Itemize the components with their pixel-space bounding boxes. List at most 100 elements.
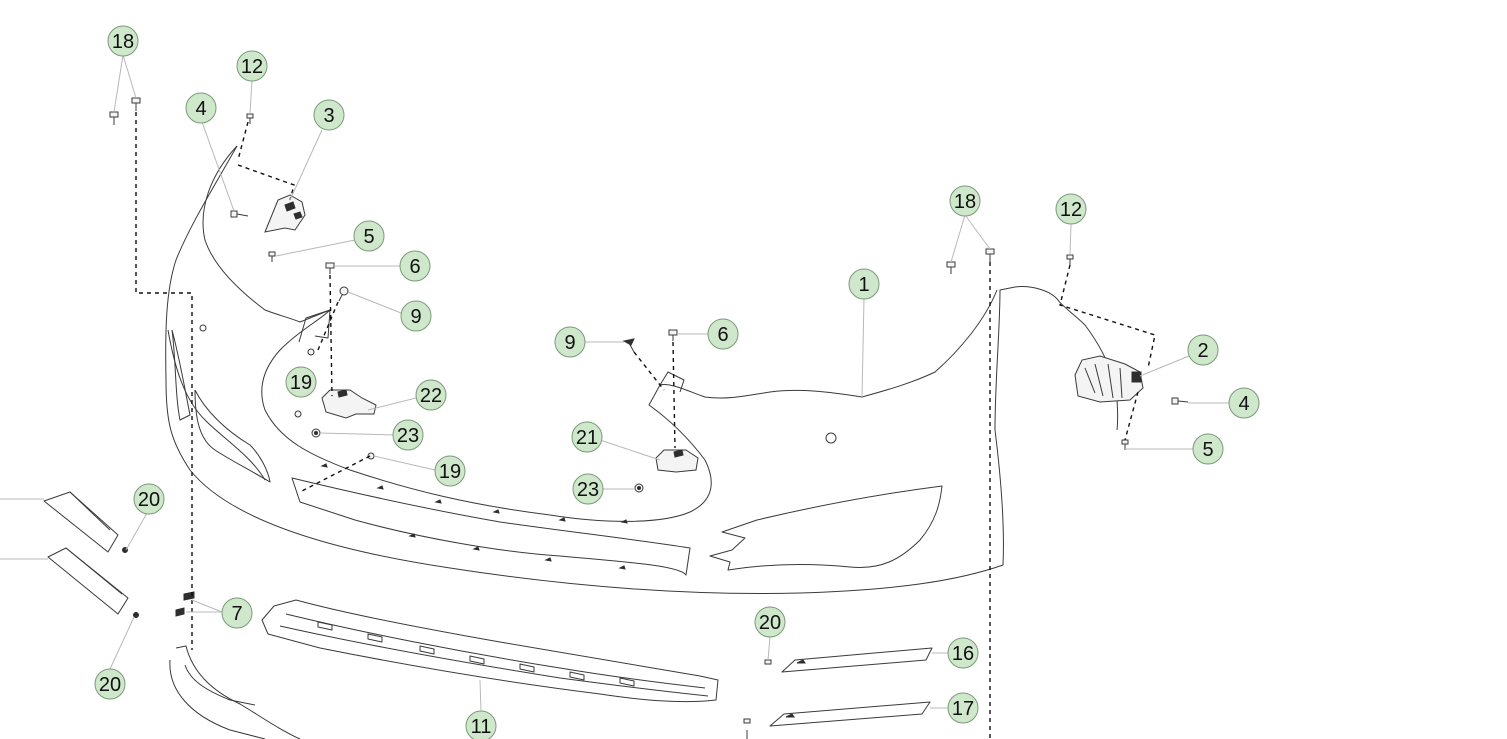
- callout-number: 9: [410, 306, 421, 328]
- callout-number: 21: [576, 427, 598, 449]
- callout-6-left: 6: [399, 250, 431, 282]
- callout-bubble: [707, 318, 739, 350]
- callout-bubble: [353, 220, 385, 252]
- callout-number: 20: [99, 674, 121, 696]
- callout-22: 22: [415, 379, 447, 411]
- screw-6-center: [668, 329, 678, 341]
- callout-bubble: [236, 50, 268, 82]
- callout-bubble: [285, 366, 317, 398]
- callout-number: 4: [195, 98, 206, 120]
- callout-number: 19: [439, 461, 461, 483]
- callout-23-left: 23: [392, 419, 424, 451]
- callout-number: 12: [241, 56, 263, 78]
- callout-bubble: [392, 419, 424, 451]
- trim-strip-16: [781, 647, 933, 673]
- assembly-lines: [135, 112, 1156, 739]
- callout-19-lower: 19: [434, 455, 466, 487]
- fasteners: [109, 97, 1189, 739]
- callout-number: 23: [397, 425, 419, 447]
- callout-number: 6: [409, 256, 420, 278]
- callout-19-upper: 19: [285, 366, 317, 398]
- callout-7: 7: [221, 597, 253, 629]
- bracket-right-side: [1074, 355, 1144, 403]
- callout-bubble: [107, 25, 139, 57]
- callout-bubble: [185, 92, 217, 124]
- callout-number: 23: [577, 479, 599, 501]
- callout-number: 5: [1202, 439, 1213, 461]
- callout-number: 18: [954, 191, 976, 213]
- callout-bubble: [434, 455, 466, 487]
- clip-19-upper: [307, 348, 315, 356]
- trim-strip-17: [769, 701, 931, 727]
- callout-number: 16: [952, 643, 974, 665]
- screw-4-left: [230, 210, 249, 218]
- leader-lines: [109, 54, 1229, 713]
- callout-bubble: [313, 99, 345, 131]
- callout-number: 19: [290, 372, 312, 394]
- clip-9-center: [622, 338, 635, 353]
- callout-number: 6: [717, 324, 728, 346]
- nut-20-lower: [133, 612, 139, 618]
- edge-leaders: [0, 498, 48, 560]
- callout-20-bottom: 20: [754, 606, 786, 638]
- guide-bracket-21: [655, 449, 699, 473]
- callout-4-left: 4: [185, 92, 217, 124]
- callout-12-left: 12: [236, 50, 268, 82]
- callout-number: 20: [759, 612, 781, 634]
- side-moulding-left-lower: [47, 547, 129, 615]
- callout-9-center: 9: [554, 326, 586, 358]
- callout-number: 11: [471, 716, 492, 738]
- callout-bubble: [221, 597, 253, 629]
- callout-2: 2: [1187, 334, 1219, 366]
- callout-number: 18: [112, 31, 134, 53]
- callout-11: 11: [465, 710, 497, 739]
- callout-number: 5: [363, 226, 374, 248]
- callout-12-right: 12: [1055, 193, 1087, 225]
- screw-12-right: [1066, 254, 1074, 265]
- callout-20-lower: 20: [94, 668, 126, 700]
- callout-bubble: [1228, 387, 1260, 419]
- callout-number: 2: [1197, 340, 1208, 362]
- energy-absorber: [261, 599, 719, 703]
- screw-18b: [131, 97, 141, 111]
- callout-number: 12: [1060, 199, 1082, 221]
- callout-bubble: [1055, 193, 1087, 225]
- screw-5-left: [268, 251, 276, 262]
- callout-17: 17: [947, 692, 979, 724]
- callout-number: 7: [231, 603, 242, 625]
- callout-bubble: [133, 483, 165, 515]
- callout-bubble: [415, 379, 447, 411]
- callout-number: 22: [420, 385, 442, 407]
- callout-16: 16: [947, 637, 979, 669]
- clip-19-mid: [294, 410, 302, 418]
- nut-23-center: [634, 483, 644, 493]
- callout-bubble: [554, 326, 586, 358]
- callout-bubble: [754, 606, 786, 638]
- callout-number: 9: [564, 332, 575, 354]
- side-moulding-left-upper: [43, 491, 119, 553]
- guide-bracket-22: [321, 389, 377, 419]
- callout-4-right: 4: [1228, 387, 1260, 419]
- callout-bubble: [848, 268, 880, 300]
- bumper-cover: [165, 145, 1119, 594]
- screw-4-right: [1171, 397, 1189, 405]
- screw-18a: [109, 111, 119, 125]
- callout-5-right: 5: [1192, 433, 1224, 465]
- callout-number: 4: [1238, 393, 1249, 415]
- callout-5-left: 5: [353, 220, 385, 252]
- callout-bubble: [465, 710, 497, 739]
- callout-bubble: [400, 300, 432, 332]
- screw-18d: [985, 248, 995, 262]
- clip-9-left: [338, 286, 349, 302]
- callout-bubble: [399, 250, 431, 282]
- callout-9-left: 9: [400, 300, 432, 332]
- bracket-left-upper: [264, 194, 306, 233]
- callout-1: 1: [848, 268, 880, 300]
- callout-bubble: [949, 185, 981, 217]
- callout-6-center: 6: [707, 318, 739, 350]
- callout-bubble: [1192, 433, 1224, 465]
- screw-6-left: [325, 262, 335, 274]
- callout-18-left: 18: [107, 25, 139, 57]
